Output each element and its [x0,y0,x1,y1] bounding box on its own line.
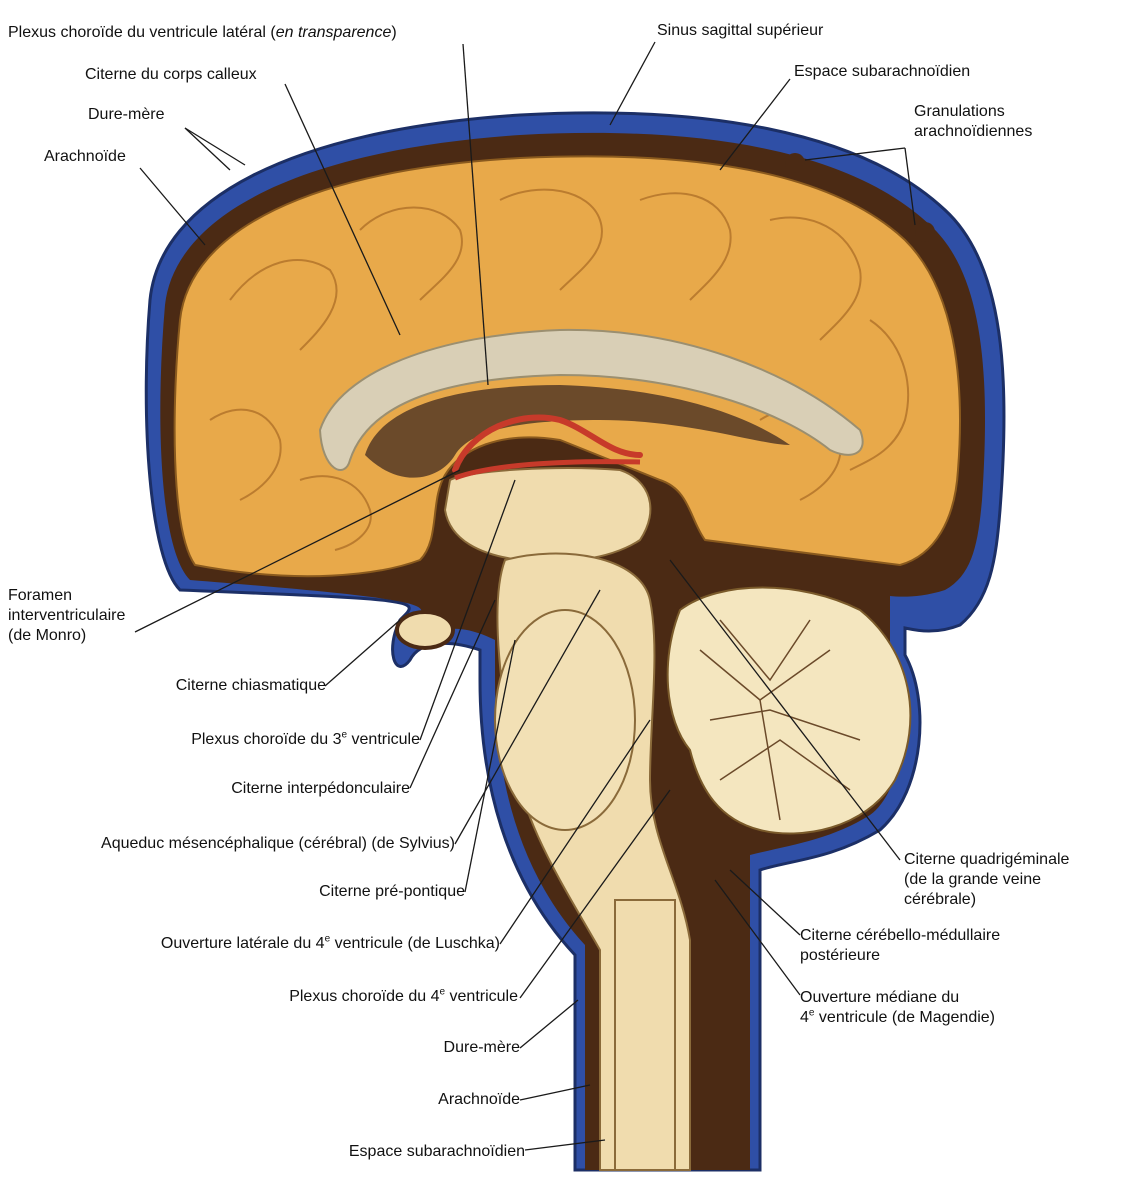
label-ouverture-laterale-a: Ouverture latérale du 4 [160,935,325,952]
lateral-ventricle [365,385,790,478]
spinal-cord [614,899,676,1171]
pituitary [395,610,455,650]
label-aqueduc: Aqueduc mésencéphalique (cérébral) (de S… [101,835,455,852]
label-plexus-3e-a: Plexus choroïde du 3 [191,731,342,748]
label-citerne-quadrigeminale: Citerne quadrigéminale (de la grande vei… [904,850,1069,910]
label-plexus-4e-a: Plexus choroïde du 4 [289,988,440,1005]
label-ouverture-laterale: Ouverture latérale du 4e ventricule (de … [161,934,500,954]
cerebellum [666,586,912,835]
label-granulations-line2: arachnoïdiennes [914,123,1033,140]
label-plexus-4e: Plexus choroïde du 4e ventricule [289,987,518,1007]
label-plexus-lateral-main: Plexus choroïde du ventricule latéral ( [8,24,276,41]
label-granulations: Granulations arachnoïdiennes [914,102,1032,142]
label-plexus-4e-sup: e [439,986,446,998]
label-dure-mere-top: Dure-mère [88,106,165,123]
label-arachnoide-bottom: Arachnoïde [438,1091,520,1108]
label-plexus-lateral-italic: en transparence [275,24,392,41]
label-ouverture-laterale-sup: e [324,933,331,945]
choroid-plexus-lateral [452,414,643,473]
label-ouverture-laterale-b: ventricule (de Luschka) [330,935,500,952]
label-arachnoide-top: Arachnoïde [44,148,126,165]
label-espace-subarachnoidien-top: Espace subarachnoïdien [794,63,971,80]
label-citerne-cerebello: Citerne cérébello-médullaire postérieure [800,926,1000,966]
label-citerne-quadrigeminale-line1: Citerne quadrigéminale [904,851,1070,868]
label-ouverture-mediane-line2a: 4 [800,1009,809,1026]
label-granulations-line1: Granulations [914,103,1005,120]
label-citerne-cerebello-line2: postérieure [800,947,881,964]
choroid-plexus-third [454,459,641,481]
label-citerne-quadrigeminale-line3: cérébrale) [904,891,977,908]
label-ouverture-mediane-line1: Ouverture médiane du [800,989,960,1006]
label-plexus-lateral: Plexus choroïde du ventricule latéral (e… [8,23,397,43]
label-citerne-prepontique: Citerne pré-pontique [319,883,465,900]
cerebellar-folia [699,619,861,821]
label-ouverture-mediane-line2: 4e ventricule (de Magendie) [800,1008,995,1028]
pons [494,609,636,831]
label-plexus-3e-b: ventricule [347,731,420,748]
label-plexus-4e-b: ventricule [445,988,518,1005]
label-foramen-line1: Foramen [8,587,73,604]
label-foramen-line3: (de Monro) [8,627,87,644]
label-ouverture-mediane-line2sup: e [808,1007,815,1019]
label-plexus-lateral-close: ) [391,24,397,41]
label-foramen-line2: interventriculaire [8,607,126,624]
label-ouverture-mediane-line2b: ventricule (de Magendie) [814,1009,996,1026]
label-ouverture-mediane: Ouverture médiane du 4e ventricule (de M… [800,988,995,1028]
label-citerne-quadrigeminale-line2: (de la grande veine [904,871,1041,888]
label-foramen: Foramen interventriculaire (de Monro) [8,586,125,646]
corpus-callosum [318,328,864,471]
label-espace-subarachnoidien-bottom: Espace subarachnoïdien [348,1143,525,1160]
label-plexus-3e-sup: e [341,729,348,741]
label-plexus-3e: Plexus choroïde du 3e ventricule [191,730,420,750]
label-dure-mere-bottom: Dure-mère [443,1039,520,1056]
arachnoid-granulation-2 [915,222,935,242]
label-sinus-sagittal: Sinus sagittal supérieur [657,22,824,39]
label-citerne-chiasmatique: Citerne chiasmatique [175,677,326,694]
label-citerne-corps-calleux: Citerne du corps calleux [85,66,257,83]
third-ventricle [443,467,652,563]
leader-lines [134,41,916,1151]
label-citerne-interpedonculaire: Citerne interpédonculaire [231,780,410,797]
arachnoid-granulation-1 [785,153,805,173]
label-citerne-cerebello-line1: Citerne cérébello-médullaire [800,927,1001,944]
